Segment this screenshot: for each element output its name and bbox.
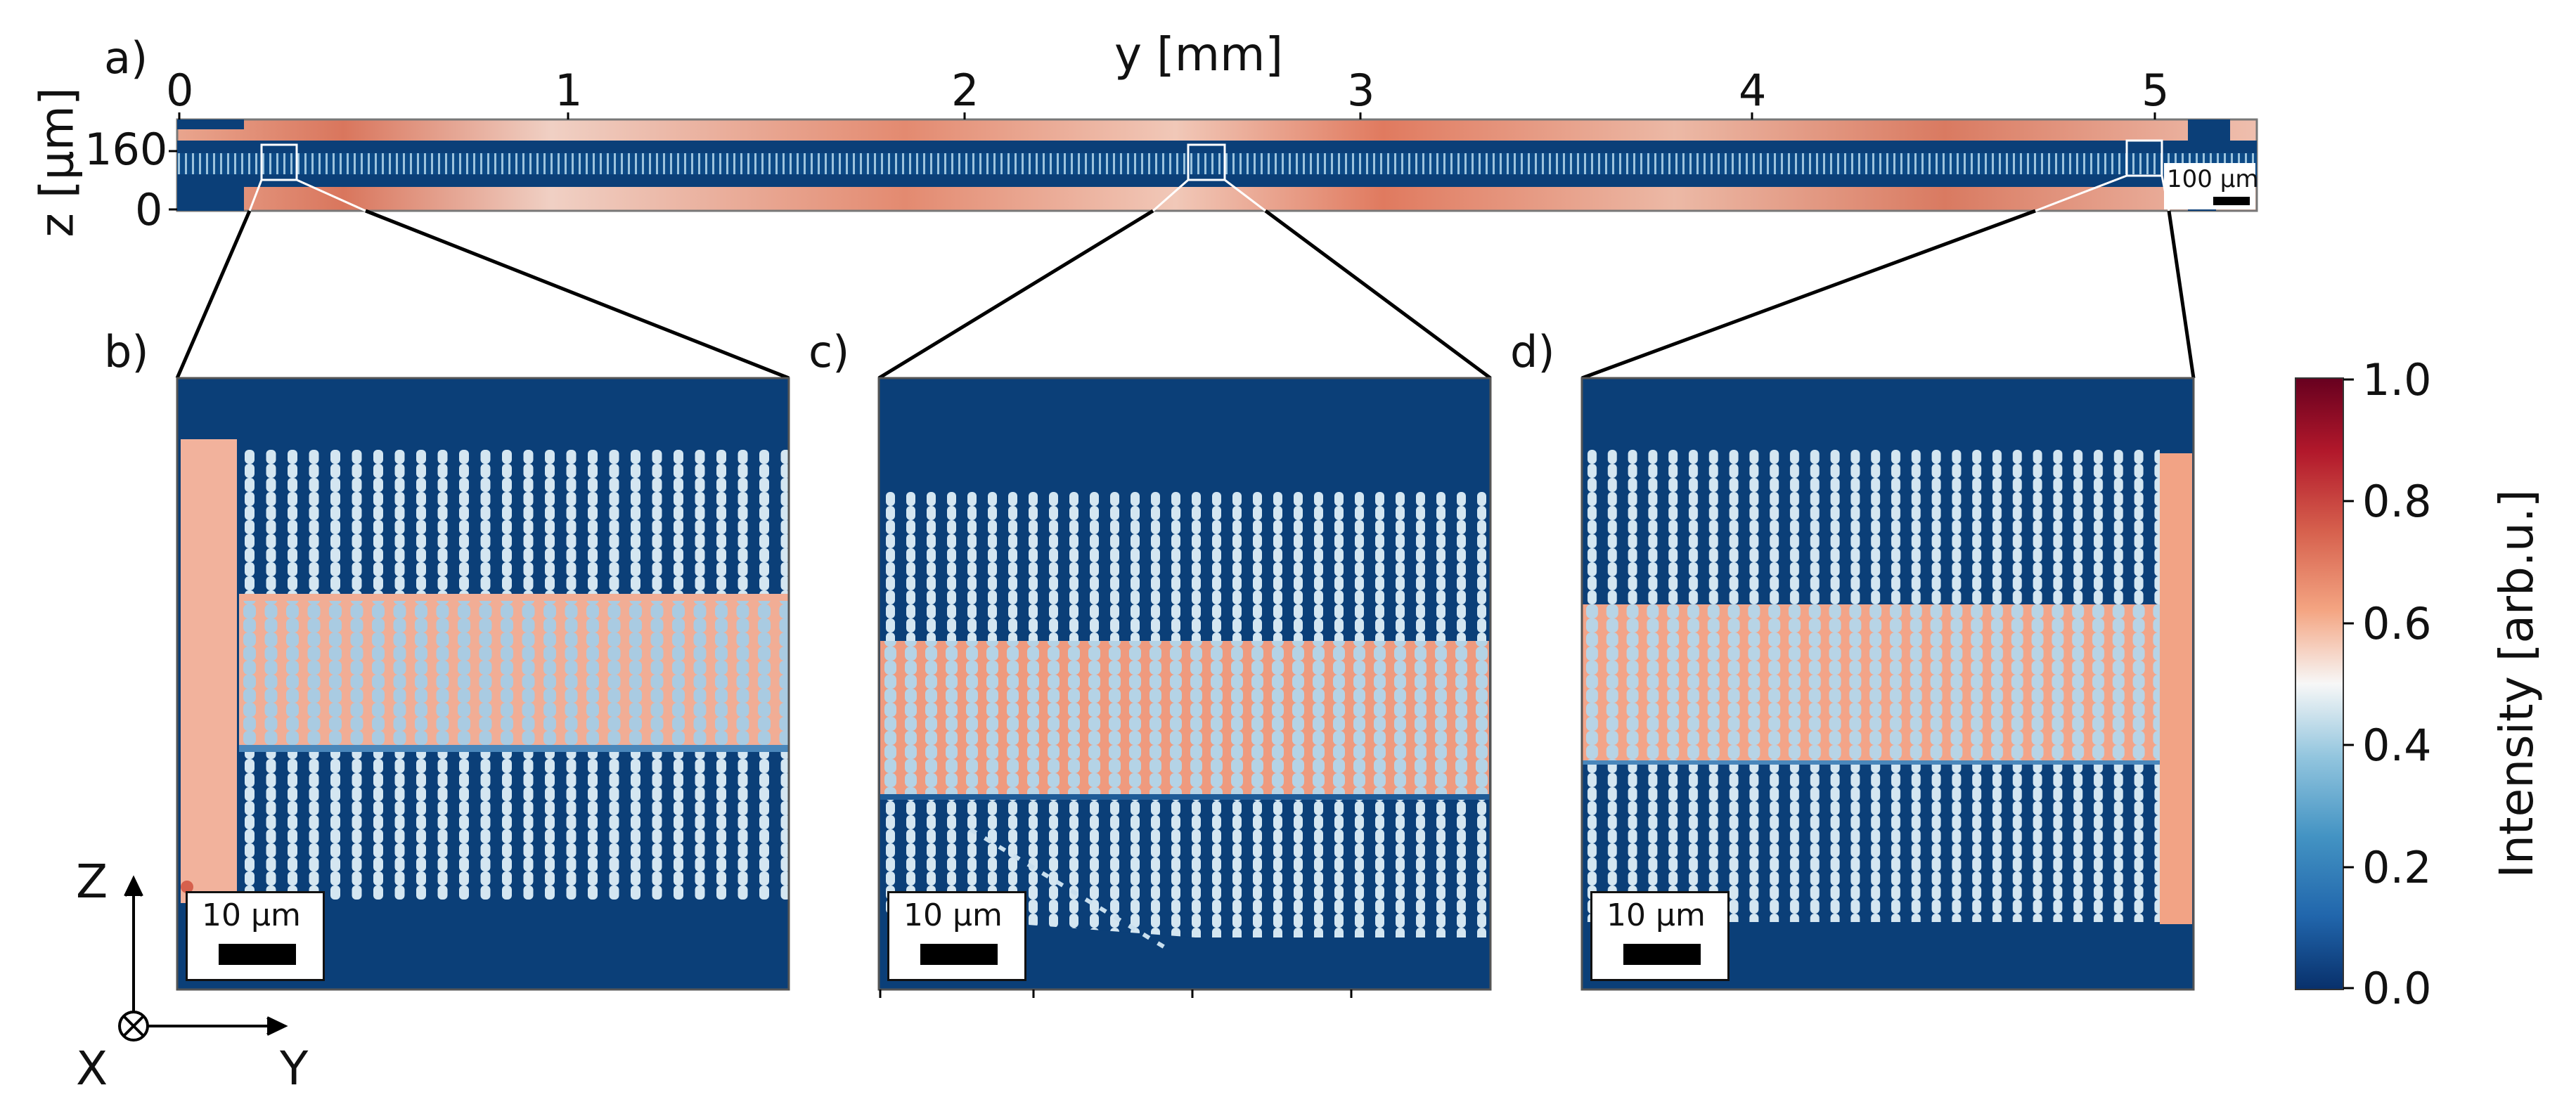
panel-a-scale-bar: 100 μm <box>2164 163 2259 209</box>
zoom-connectors <box>175 209 2196 380</box>
panel-a-x-tick-2: 2 <box>951 65 979 116</box>
colorbar-tick-1-0: 1.0 <box>2362 354 2432 405</box>
panel-d-label: d) <box>1510 326 1555 377</box>
panel-a-x-tick-0: 0 <box>166 65 194 116</box>
panel-a-x-tick-1: 1 <box>555 65 583 116</box>
colorbar-tick-0-2: 0.2 <box>2362 842 2432 893</box>
panel-c-scale-bar-label: 10 μm <box>903 897 1003 933</box>
panel-b-scale-bar-line <box>219 944 296 965</box>
panel-c-scale-bar-line <box>920 944 998 965</box>
panel-c-ticks <box>879 990 1353 998</box>
panel-a-image <box>176 118 2258 212</box>
panel-b-label: b) <box>104 326 149 377</box>
panel-b-image <box>176 377 790 991</box>
panel-a-x-tick-3: 3 <box>1347 65 1375 116</box>
colorbar-tick-0-4: 0.4 <box>2362 720 2432 771</box>
colorbar-tick-0-0: 0.0 <box>2362 963 2432 1014</box>
panel-a-y-axis-title: z [μm] <box>30 87 84 238</box>
panel-b-scale-bar-label: 10 μm <box>202 897 301 933</box>
panel-d-scale-bar-label: 10 μm <box>1606 897 1706 933</box>
panel-a-ticks <box>169 112 2156 211</box>
panel-c-scale-bar: 10 μm <box>887 891 1026 981</box>
coordinate-axes <box>118 875 288 1042</box>
panel-b-scale-bar: 10 μm <box>186 891 325 981</box>
coord-x-label: X <box>76 1042 108 1096</box>
panel-c-label: c) <box>809 326 850 377</box>
panel-a-scale-bar-line <box>2213 197 2250 205</box>
panel-a-x-axis-title: y [mm] <box>1114 27 1284 82</box>
colorbar-tick-0-6: 0.6 <box>2362 598 2432 649</box>
panel-d-scale-bar: 10 μm <box>1590 891 1730 981</box>
panel-a-x-tick-5: 5 <box>2142 65 2170 116</box>
panel-a-x-tick-4: 4 <box>1739 65 1767 116</box>
panel-d-image <box>1580 377 2195 991</box>
coord-y-label: Y <box>280 1042 309 1096</box>
panel-a-y-tick-160: 160 <box>84 124 168 175</box>
panel-a-label: a) <box>104 32 148 84</box>
coord-z-label: Z <box>76 855 108 909</box>
panel-d-scale-bar-line <box>1623 944 1701 965</box>
panel-a-scale-bar-label: 100 μm <box>2167 165 2259 193</box>
panel-c-image <box>877 377 1492 991</box>
colorbar-label: Intensity [arb.u.] <box>2490 489 2544 878</box>
colorbar-tick-0-8: 0.8 <box>2362 476 2432 527</box>
colorbar <box>2295 377 2354 990</box>
panel-a-y-tick-0: 0 <box>135 184 163 235</box>
